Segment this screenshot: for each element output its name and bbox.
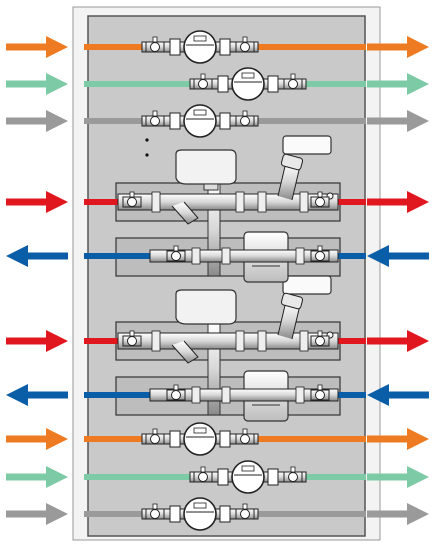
row-3-arrow-right [367,110,429,132]
row-6-valve-group-valve-in [122,330,142,347]
row-8-arrow-left [6,428,68,450]
row-1-water-meter-valve-left [145,36,165,53]
row-9-arrow-right [367,466,429,488]
row-9-water-meter-valve-right [283,466,303,483]
row-6-valve-group [117,292,339,364]
row-7-arrow-right [367,384,429,406]
row-6-pipe-in [84,338,120,344]
row-5-heat-meter-line-valve-out [166,245,186,262]
row-5-heat-meter-line-valve-in [310,245,330,262]
row-6-arrow-right [367,330,429,352]
row-8-arrow-right [367,428,429,450]
row-3-water-meter-valve-right [235,110,255,127]
row-4-arrow-right [367,191,429,213]
row-1-water-meter [141,30,259,64]
row-3-arrow-left [6,110,68,132]
row-7-heat-meter-line-valve-out [166,384,186,401]
row-10-arrow-left [6,503,68,525]
row-9-water-meter-valve-left [193,466,213,483]
row-10-water-meter [141,497,259,531]
row-6-valve-group-valve-out [310,330,330,347]
actuator-1 [175,149,237,191]
row-1-arrow-left [6,36,68,58]
row-3-water-meter [141,104,259,138]
row-7-pipe-out [84,392,154,398]
row-2-water-meter-valve-left [193,73,213,90]
row-4-valve-group-valve-out [310,191,330,208]
row-4-pipe-in [84,199,120,205]
control-box-1 [282,135,332,155]
row-7-heat-meter-line-valve-in [310,384,330,401]
row-2-water-meter-valve-right [283,73,303,90]
row-10-arrow-right [367,503,429,525]
row-4-valve-group-valve-in [122,191,142,208]
row-2-arrow-right [367,73,429,95]
row-7-arrow-left [6,384,68,406]
row-8-water-meter-valve-right [235,428,255,445]
row-5-arrow-right [367,245,429,267]
row-10-water-meter-valve-right [235,503,255,520]
row-6-pipe-out [336,338,366,344]
row-1-arrow-right [367,36,429,58]
control-box-2 [282,275,332,295]
row-4-arrow-left [6,191,68,213]
row-1-water-meter-valve-right [235,36,255,53]
row-2-arrow-left [6,73,68,95]
row-8-water-meter [141,422,259,456]
row-2-water-meter [189,67,307,101]
row-5-arrow-left [6,245,68,267]
actuator-2 [175,289,237,325]
row-6-arrow-left [6,330,68,352]
row-10-water-meter-valve-left [145,503,165,520]
row-4-valve-group [117,153,339,225]
row-8-water-meter-valve-left [145,428,165,445]
row-9-water-meter [189,460,307,494]
row-9-arrow-left [6,466,68,488]
row-4-pipe-out [336,199,366,205]
row-7-heat-meter-line [149,386,339,404]
row-3-water-meter-valve-left [145,110,165,127]
row-5-heat-meter-line [149,247,339,265]
row-5-pipe-out [84,253,154,259]
